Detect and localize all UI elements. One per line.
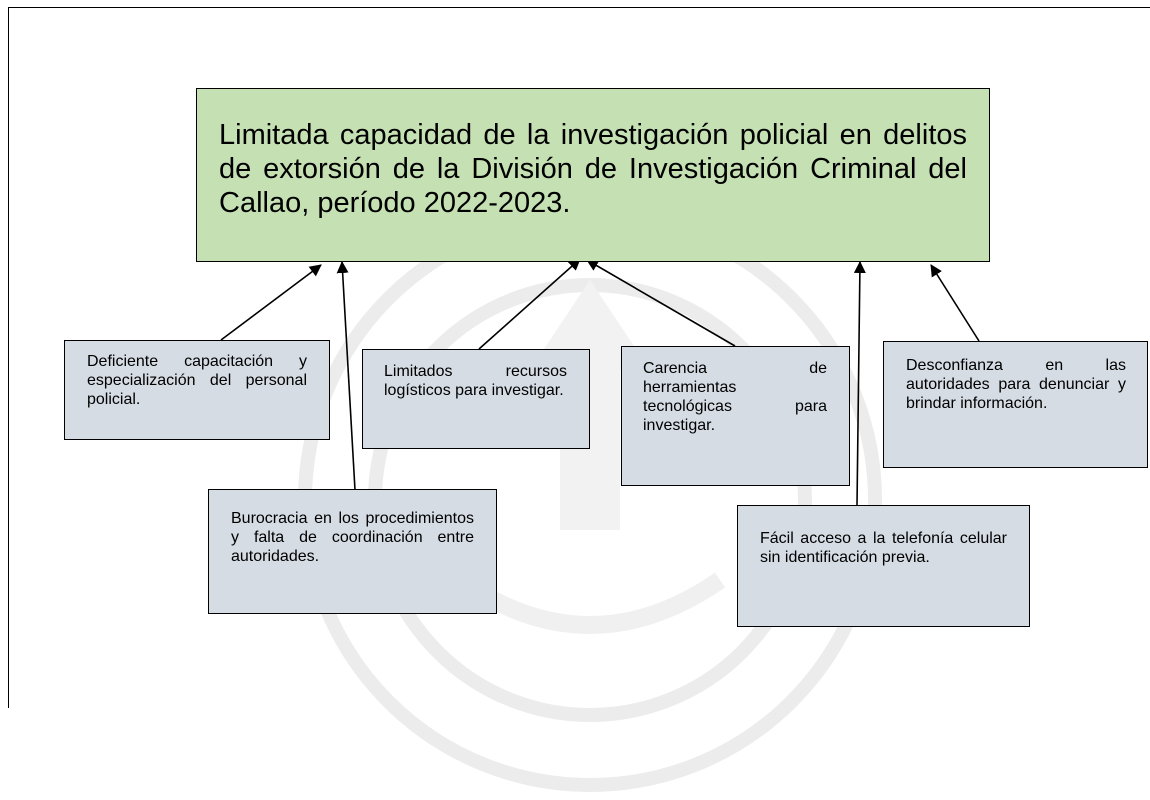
arrow-cause-1 [220,264,322,341]
cause-box-technology: Carencia de herramientas tecnológicas pa… [621,346,850,486]
cause-text: Desconfianza en las autoridades para den… [906,357,1126,413]
arrow-cause-3 [586,259,736,347]
cause-box-bureaucracy: Burocracia en los procedimientos y falta… [208,489,497,614]
cause-text: Limitados recursos logísticos para inves… [384,363,567,400]
cause-box-training: Deficiente capacitación y especializació… [64,340,330,440]
cause-box-phone-access: Fácil acceso a la telefonía celular sin … [737,505,1030,627]
arrow-cause-2 [478,258,581,350]
cause-text: Burocracia en los procedimientos y falta… [231,510,474,566]
arrow-cause-5 [336,261,356,491]
cause-box-distrust: Desconfianza en las autoridades para den… [883,341,1148,468]
cause-text: Fácil acceso a la telefonía celular sin … [760,530,1007,567]
causal-arrows [220,258,980,506]
cause-box-logistics: Limitados recursos logísticos para inves… [362,349,590,449]
central-problem-box: Limitada capacidad de la investigación p… [196,88,990,262]
cause-text: Deficiente capacitación y especializació… [87,353,307,409]
arrow-cause-4 [930,264,980,342]
page-frame [8,7,1150,708]
cause-text: Carencia de herramientas tecnológicas pa… [643,360,827,435]
arrow-cause-6 [853,261,866,506]
central-problem-text: Limitada capacidad de la investigación p… [219,119,967,219]
